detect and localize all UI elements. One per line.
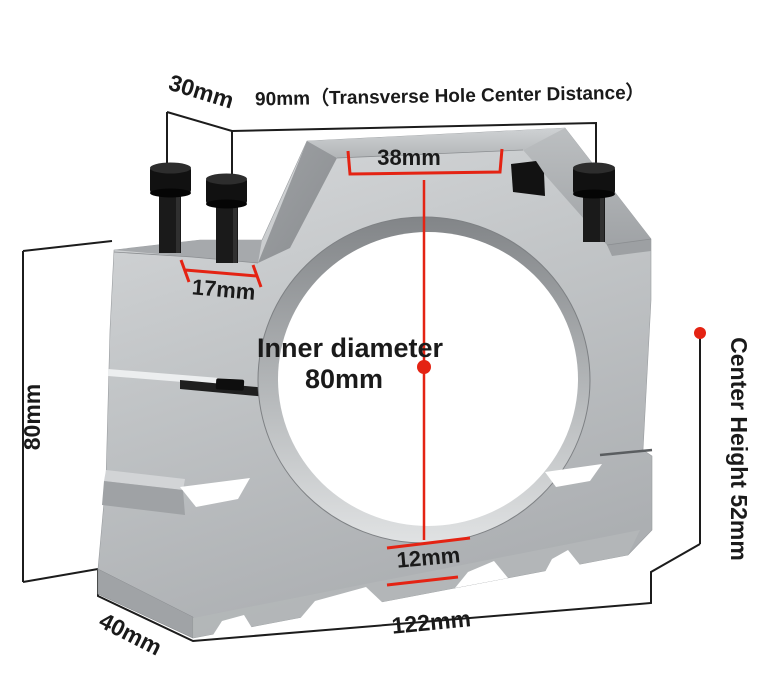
red-dim-12mm-upper — [386, 536, 471, 550]
left-tab-front — [102, 481, 185, 515]
red-bracket-38mm — [346, 148, 504, 176]
clamp-screws — [150, 161, 615, 263]
base-notches — [180, 464, 602, 635]
screw-back-right — [511, 161, 545, 196]
label-80mm-height: 80mm — [19, 384, 45, 450]
label-122mm: 122mm — [391, 605, 472, 638]
left-tab-top — [104, 470, 185, 490]
right-shoulder-top-face — [607, 239, 651, 256]
dim-line-80mm — [22, 240, 113, 583]
center-height-dot — [694, 327, 706, 339]
label-inner-diameter-line1: Inner diameter — [257, 333, 444, 363]
label-inner-diameter-line2: 80mm — [305, 364, 383, 394]
left-chamfer-face — [258, 141, 337, 263]
label-17mm: 17mm — [191, 274, 257, 304]
red-annotations — [179, 148, 706, 587]
slit-screw — [215, 378, 245, 391]
label-90mm-transverse: 90mm（Transverse Hole Center Distance） — [255, 81, 645, 111]
dim-line-30mm — [166, 111, 233, 177]
dim-line-90mm — [231, 121, 597, 166]
label-38mm: 38mm — [377, 145, 441, 170]
bore-hole — [278, 232, 578, 526]
label-12mm: 12mm — [396, 542, 462, 572]
red-dim-17mm — [179, 259, 263, 288]
screw-front-left — [150, 162, 191, 253]
label-30mm: 30mm — [166, 69, 237, 113]
red-dim-12mm-lower — [386, 575, 459, 587]
screw-front-right — [573, 162, 615, 242]
label-center-height-52mm: Center Height 52mm — [726, 337, 752, 561]
clamp-slit-gap — [108, 369, 232, 386]
base-front-band — [193, 530, 640, 638]
center-dot — [417, 360, 431, 374]
screw-back-left — [206, 173, 247, 263]
right-split-line — [599, 448, 653, 457]
